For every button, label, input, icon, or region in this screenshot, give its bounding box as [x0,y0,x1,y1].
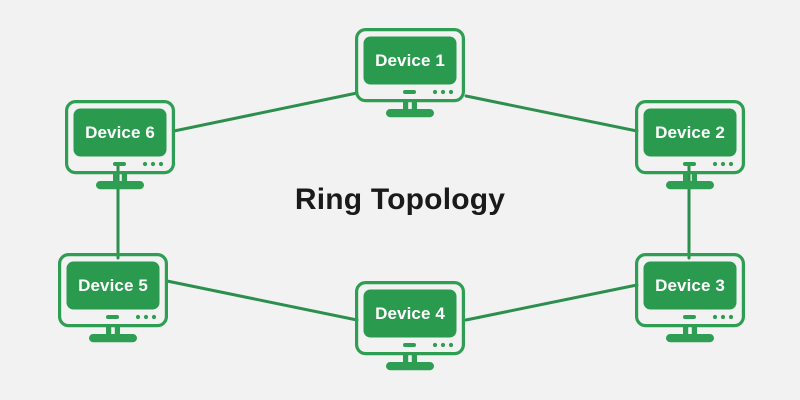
device-2[interactable]: Device 2 [635,100,745,190]
monitor-frame [65,100,175,175]
monitor-base [96,181,144,190]
monitor-neck [683,325,689,337]
monitor-neck [114,325,120,337]
monitor-power-dash [683,315,696,319]
link-4-5 [165,279,359,322]
monitor-indicator-dot [151,314,157,320]
monitor-neck [403,353,409,365]
monitor-indicator-dot [448,89,454,95]
monitor-neck [121,172,127,184]
monitor-power-dash [106,315,119,319]
monitor-power-dash [403,90,416,94]
monitor-screen [363,36,457,85]
monitor-indicator-dot [135,314,141,320]
monitor-indicator-dot [432,89,438,95]
monitor-neck [691,172,697,184]
monitor-power-dash [403,343,416,347]
monitor-neck [106,325,112,337]
monitor-indicator-dot [432,342,438,348]
page-title: Ring Topology [294,183,506,216]
monitor-frame [635,100,745,175]
monitor-frame [355,281,465,356]
monitor-indicator-dot [440,342,446,348]
device-6[interactable]: Device 6 [65,100,175,190]
device-3[interactable]: Device 3 [635,253,745,343]
monitor-base [666,334,714,343]
monitor-screen [73,108,167,157]
monitor-power-dash [683,162,696,166]
monitor-indicator-dot [728,161,734,167]
device-5[interactable]: Device 5 [58,253,168,343]
monitor-base [386,362,434,371]
monitor-base [666,181,714,190]
monitor-indicator-dot [143,314,149,320]
monitor-indicator-dot [712,314,718,320]
monitor-indicator-dot [440,89,446,95]
device-1[interactable]: Device 1 [355,28,465,118]
monitor-screen [643,261,737,310]
monitor-base [89,334,137,343]
monitor-indicator-dot [728,314,734,320]
monitor-neck [113,172,119,184]
monitor-frame [635,253,745,328]
monitor-screen [66,261,160,310]
monitor-indicator-dot [712,161,718,167]
monitor-indicator-dot [158,161,164,167]
monitor-indicator-dot [448,342,454,348]
monitor-neck [691,325,697,337]
link-1-2 [464,94,639,133]
monitor-neck [411,100,417,112]
monitor-screen [643,108,737,157]
device-4[interactable]: Device 4 [355,281,465,371]
monitor-neck [683,172,689,184]
link-6-1 [172,91,359,133]
monitor-screen [363,289,457,338]
monitor-frame [355,28,465,103]
monitor-neck [403,100,409,112]
monitor-indicator-dot [720,161,726,167]
monitor-indicator-dot [150,161,156,167]
monitor-neck [411,353,417,365]
monitor-power-dash [113,162,126,166]
monitor-indicator-dot [720,314,726,320]
monitor-indicator-dot [142,161,148,167]
monitor-base [386,109,434,118]
link-3-4 [464,283,639,322]
monitor-frame [58,253,168,328]
